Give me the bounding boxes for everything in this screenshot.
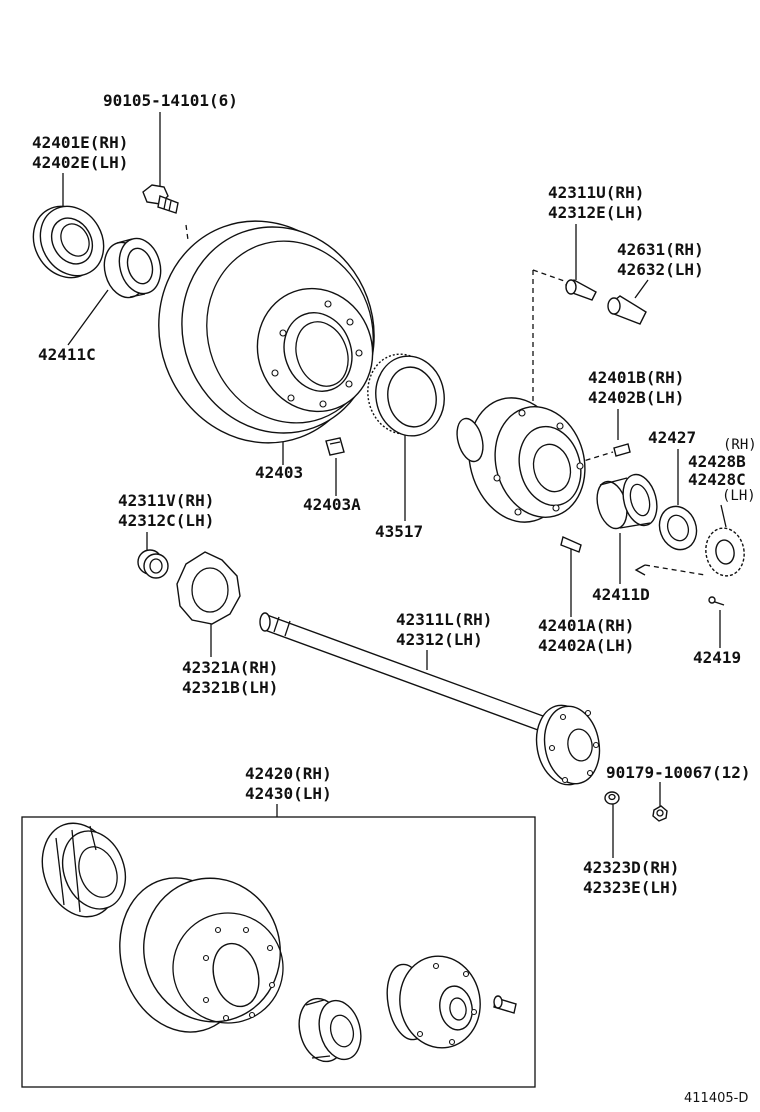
stud-42401a-part xyxy=(560,536,582,553)
rotor-42428-part xyxy=(705,527,745,577)
label-rotor-43517: 43517 xyxy=(375,522,423,541)
figure-code: 411405-D xyxy=(684,1091,748,1106)
oil-seal-part xyxy=(32,205,105,279)
label-assy-rh: 42420(RH) xyxy=(245,764,332,783)
leader-lines xyxy=(62,112,727,858)
label-bolt-42419: 42419 xyxy=(693,648,741,667)
label-pin-b-rh: 42401B(RH) xyxy=(588,368,684,387)
gasket-42321a-part xyxy=(176,551,241,625)
clip-42403a-part xyxy=(325,437,345,456)
bearing-42411c-part xyxy=(103,237,162,299)
label-pin-b-lh: 42402B(LH) xyxy=(588,388,684,407)
label-drum-42403: 42403 xyxy=(255,463,303,482)
label-stud-u-rh: 42311U(RH) xyxy=(548,183,644,202)
label-clip-42403a: 42403A xyxy=(303,495,361,514)
retainer-42427-part xyxy=(658,505,698,551)
label-washer-e-lh: 42323E(LH) xyxy=(583,878,679,897)
label-seal-lh: 42402E(LH) xyxy=(32,153,128,172)
label-bearing-42411d: 42411D xyxy=(592,585,650,604)
label-part-42428c: 42428C xyxy=(688,470,746,489)
bolt-42419-part xyxy=(708,596,725,606)
assy-hub xyxy=(386,955,481,1049)
label-stud-a-lh: 42402A(LH) xyxy=(538,636,634,655)
axle-shaft-part xyxy=(259,612,601,786)
assy-bearing-left xyxy=(41,822,127,918)
assy-drum xyxy=(119,877,284,1033)
label-washer-d-rh: 42323D(RH) xyxy=(583,858,679,877)
label-stud-e-lh: 42312E(LH) xyxy=(548,203,644,222)
label-shaft-lh: 42312(LH) xyxy=(396,630,483,649)
label-lh-small: (LH) xyxy=(722,488,756,504)
washer-42323d-part xyxy=(604,791,620,805)
label-shaft-rh: 42311L(RH) xyxy=(396,610,492,629)
label-part-42427: 42427 xyxy=(648,428,696,447)
label-stud-a-rh: 42401A(RH) xyxy=(538,616,634,635)
bearing-42411d-part xyxy=(596,473,658,530)
assy-bearing-small xyxy=(298,997,362,1063)
bolt-90105-part xyxy=(142,184,179,214)
label-pin-rh: 42631(RH) xyxy=(617,240,704,259)
label-part-42428b: 42428B xyxy=(688,452,746,471)
label-bolt-90105: 90105-14101(6) xyxy=(103,91,238,110)
label-pin-lh: 42632(LH) xyxy=(617,260,704,279)
label-gasket-rh: 42321A(RH) xyxy=(182,658,278,677)
axle-hub-part xyxy=(456,397,586,523)
pin-42631-part xyxy=(607,295,647,325)
nut-90179-part xyxy=(652,805,668,822)
label-seal-rh: 42401E(RH) xyxy=(32,133,128,152)
label-gasket-lh: 42321B(LH) xyxy=(182,678,278,697)
label-assy-lh: 42430(LH) xyxy=(245,784,332,803)
label-nut-90179: 90179-10067(12) xyxy=(606,763,751,782)
pin-42401b-part xyxy=(613,443,631,457)
label-bearing-42411c: 42411C xyxy=(38,345,96,364)
stud-42311v-part xyxy=(137,549,169,579)
brake-drum-42403-part xyxy=(158,220,375,444)
assy-stud xyxy=(493,995,517,1014)
sensor-rotor-43517-part xyxy=(367,353,445,437)
hub-stud-42311u-part xyxy=(565,279,597,301)
assembly-box xyxy=(21,816,536,1088)
label-stud-v-rh: 42311V(RH) xyxy=(118,491,214,510)
label-rh-small: (RH) xyxy=(723,437,757,453)
label-stud-c-lh: 42312C(LH) xyxy=(118,511,214,530)
